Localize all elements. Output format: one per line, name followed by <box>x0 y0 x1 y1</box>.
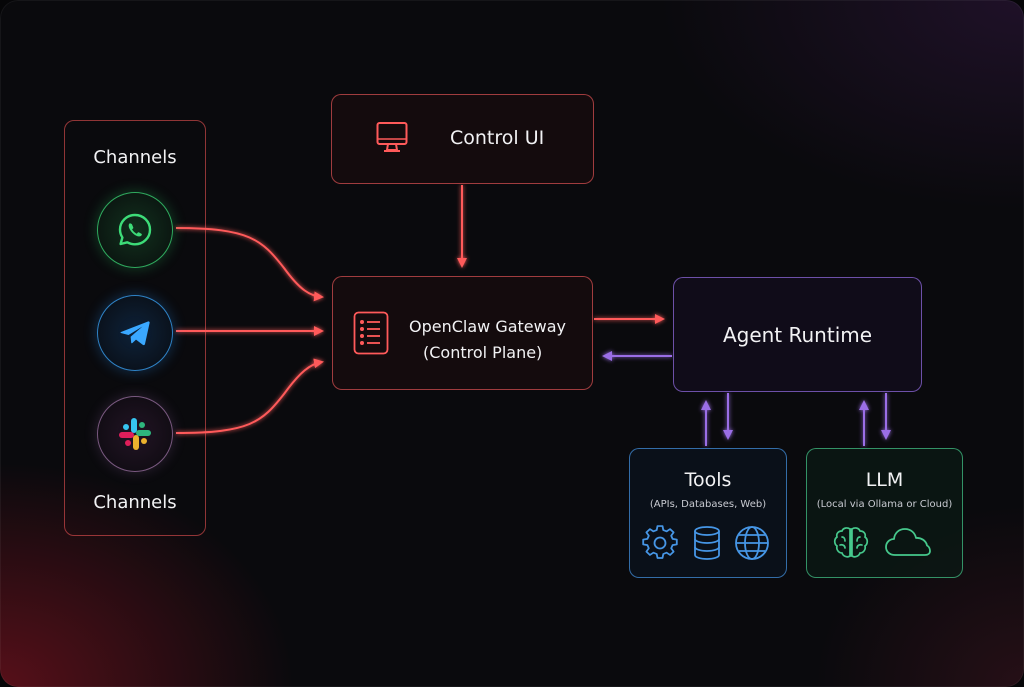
cloud-icon <box>884 525 932 563</box>
llm-note: (Local via Ollama or Cloud) <box>816 499 953 510</box>
slack-to-gateway-arrow <box>175 358 324 434</box>
channels-title-top: Channels <box>93 147 177 168</box>
tools-title: Tools <box>684 469 732 491</box>
agent-runtime-box[interactable]: Agent Runtime <box>673 277 922 392</box>
agent-runtime-label: Agent Runtime <box>722 323 873 347</box>
control-ui-label: Control UI <box>450 127 545 149</box>
llm-title: LLM <box>865 469 904 491</box>
whatsapp-to-gateway-arrow <box>175 227 324 302</box>
slack-icon[interactable] <box>97 396 173 472</box>
server-list-icon <box>353 311 389 359</box>
control-ui-box[interactable]: Control UI <box>331 94 594 184</box>
tools-box[interactable]: Tools (APIs, Databases, Web) <box>629 448 787 578</box>
database-icon <box>691 525 723 565</box>
gear-icon <box>642 525 678 565</box>
channels-title-bottom: Channels <box>93 492 177 513</box>
channels-panel: Channels Channels <box>64 120 206 536</box>
globe-icon <box>734 525 770 565</box>
monitor-icon <box>376 121 408 159</box>
telegram-icon[interactable] <box>97 295 173 371</box>
gateway-box[interactable]: OpenClaw Gateway (Control Plane) <box>332 276 593 390</box>
llm-box[interactable]: LLM (Local via Ollama or Cloud) <box>806 448 963 578</box>
gateway-label: OpenClaw Gateway <box>409 317 567 336</box>
brain-icon <box>832 525 870 565</box>
whatsapp-icon[interactable] <box>97 192 173 268</box>
gateway-sublabel: (Control Plane) <box>423 343 543 362</box>
tools-note: (APIs, Databases, Web) <box>649 499 767 510</box>
